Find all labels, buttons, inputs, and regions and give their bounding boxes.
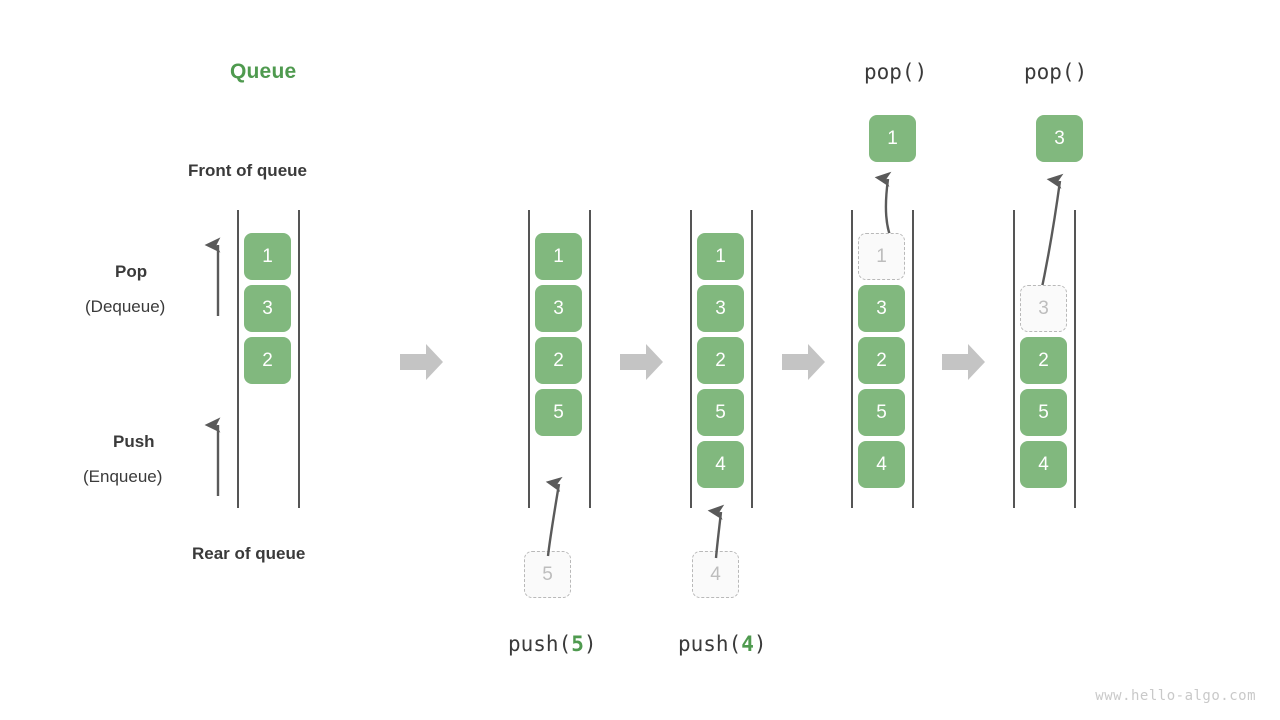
- queue-element: 5: [858, 389, 905, 436]
- queue-element: 3: [858, 285, 905, 332]
- push-label: Push: [113, 432, 155, 451]
- queue-element: 2: [697, 337, 744, 384]
- caption-prefix: push(: [678, 632, 742, 656]
- rail-right: [298, 210, 300, 508]
- caption-suffix: ): [583, 632, 597, 656]
- pop-sublabel: (Dequeue): [85, 297, 166, 316]
- rail-right: [1074, 210, 1076, 508]
- page-title: Queue: [230, 60, 297, 83]
- rail-right: [751, 210, 753, 508]
- push5-caption: push(5): [508, 632, 597, 656]
- rail-left: [690, 210, 692, 508]
- queue-element: 5: [1020, 389, 1067, 436]
- incoming-element-ghost: 5: [524, 551, 571, 598]
- queue-element-removed: 1: [858, 233, 905, 280]
- rear-of-queue-label: Rear of queue: [192, 544, 306, 563]
- push-arrow-icon: [690, 482, 750, 562]
- queue-element: 1: [535, 233, 582, 280]
- pop-caption-1: pop(): [864, 60, 928, 84]
- queue-element-new: 4: [697, 441, 744, 488]
- queue-element: 2: [535, 337, 582, 384]
- caption-prefix: push(: [508, 632, 572, 656]
- pop-label: Pop: [115, 262, 148, 281]
- queue-element-new: 5: [535, 389, 582, 436]
- incoming-element-ghost: 4: [692, 551, 739, 598]
- queue-element: 2: [1020, 337, 1067, 384]
- queue-element-removed: 3: [1020, 285, 1067, 332]
- rail-left: [237, 210, 239, 508]
- front-of-queue-label: Front of queue: [188, 161, 307, 180]
- queue-element: 4: [858, 441, 905, 488]
- step-arrow-icon: [782, 343, 826, 381]
- caption-arg: 5: [571, 632, 584, 656]
- rail-left: [1013, 210, 1015, 508]
- pop-arrow-icon: [1018, 165, 1098, 305]
- queue-element: 2: [244, 337, 291, 384]
- popped-element: 1: [869, 115, 916, 162]
- queue-element: 2: [858, 337, 905, 384]
- queue-element: 3: [535, 285, 582, 332]
- step-arrow-icon: [620, 343, 664, 381]
- push-direction-arrow-icon: [204, 416, 231, 498]
- step-arrow-icon: [942, 343, 986, 381]
- rail-right: [912, 210, 914, 508]
- push4-caption: push(4): [678, 632, 767, 656]
- queue-element: 5: [697, 389, 744, 436]
- pop-direction-arrow-icon: [204, 236, 231, 318]
- queue-element: 4: [1020, 441, 1067, 488]
- caption-suffix: ): [753, 632, 767, 656]
- rail-left: [851, 210, 853, 508]
- queue-element: 3: [244, 285, 291, 332]
- queue-element: 1: [697, 233, 744, 280]
- step-arrow-icon: [400, 343, 444, 381]
- push-arrow-icon: [520, 430, 590, 560]
- push-sublabel: (Enqueue): [83, 467, 163, 486]
- queue-element: 1: [244, 233, 291, 280]
- pop-caption-2: pop(): [1024, 60, 1088, 84]
- rail-right: [589, 210, 591, 508]
- rail-left: [528, 210, 530, 508]
- popped-element: 3: [1036, 115, 1083, 162]
- queue-element: 3: [697, 285, 744, 332]
- caption-arg: 4: [741, 632, 754, 656]
- watermark: www.hello-algo.com: [1095, 688, 1256, 704]
